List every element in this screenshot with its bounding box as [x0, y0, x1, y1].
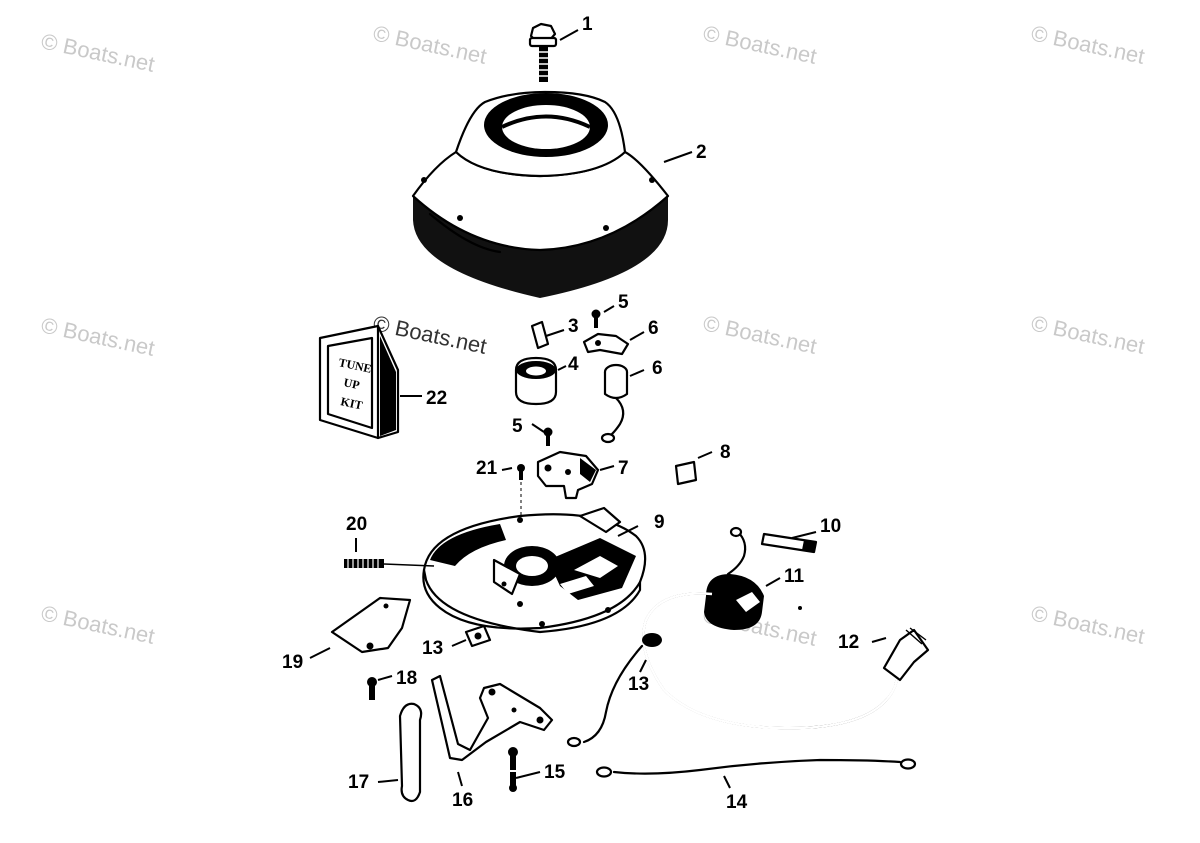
callout-15: 15 [544, 762, 566, 783]
ground-wire-terminal [566, 736, 582, 748]
callout-18: 18 [396, 668, 417, 689]
ground-wire [582, 644, 644, 744]
callouts: 1 2 3 4 5 5 6 6 7 8 9 10 11 12 13 13 14 … [282, 14, 859, 813]
callout-9: 9 [654, 512, 665, 533]
watermark: © Boats.net [39, 312, 157, 360]
watermark: © Boats.net [701, 310, 819, 358]
callout-6-upper: 6 [648, 318, 659, 339]
kit-label-line-1: TUNE [337, 355, 373, 376]
part-16-bracket[interactable] [430, 674, 554, 762]
part-10-strip[interactable] [760, 532, 818, 554]
part-18-screw[interactable] [367, 677, 377, 700]
part-1-bolt[interactable] [528, 22, 558, 82]
callout-3: 3 [568, 316, 579, 337]
callout-13-left: 13 [422, 638, 443, 659]
watermark: © Boats.net [701, 20, 819, 68]
part-19-cover[interactable] [330, 596, 412, 654]
callout-5-lower: 5 [512, 416, 523, 437]
callout-10: 10 [820, 516, 841, 537]
part-3-key[interactable] [530, 320, 550, 350]
callout-12: 12 [838, 632, 859, 653]
part-2-flywheel[interactable] [411, 90, 670, 298]
callout-19: 19 [282, 652, 303, 673]
part-5-screw-upper[interactable] [591, 309, 601, 329]
watermark: © Boats.net [1029, 600, 1147, 648]
callout-17: 17 [348, 772, 369, 793]
callout-6-lower: 6 [652, 358, 663, 379]
part-9-armature-plate[interactable] [422, 506, 647, 634]
part-11-ignition-coil[interactable] [704, 526, 802, 630]
part-6-condenser[interactable] [600, 363, 629, 444]
part-7-point-set[interactable] [536, 450, 600, 500]
watermark: © Boats.net [1029, 20, 1147, 68]
part-22-tune-up-kit[interactable]: TUNE UP KIT [318, 324, 400, 440]
watermark: © Boats.net [39, 28, 157, 76]
callout-5-upper: 5 [618, 292, 629, 313]
part-13-grommet-left[interactable] [464, 624, 492, 648]
callout-4: 4 [568, 354, 579, 375]
callout-1: 1 [582, 14, 593, 35]
callout-8: 8 [720, 442, 731, 463]
callout-13-right: 13 [628, 674, 649, 695]
watermark: © Boats.net [39, 600, 157, 648]
callout-14: 14 [726, 792, 748, 813]
part-14-ground-lead[interactable] [595, 758, 917, 778]
callout-16: 16 [452, 790, 473, 811]
watermark: © Boats.net [1029, 310, 1147, 358]
part-4-cam[interactable] [514, 356, 558, 406]
part-17-sleeve[interactable] [398, 702, 423, 803]
callout-21: 21 [476, 458, 498, 479]
part-13-grommet-right[interactable] [642, 633, 662, 647]
part-5-screw-lower[interactable] [543, 427, 553, 447]
leader-lines [309, 29, 887, 789]
callout-2: 2 [696, 142, 707, 163]
part-15-screw[interactable] [508, 747, 518, 792]
part-21-screw[interactable] [517, 464, 525, 520]
callout-7: 7 [618, 458, 629, 479]
callout-11: 11 [784, 566, 805, 587]
callout-22: 22 [426, 388, 447, 409]
part-20-spring[interactable] [344, 559, 435, 568]
part-12-spark-plug-lead[interactable] [642, 592, 930, 730]
part-6-clamp[interactable] [582, 332, 630, 356]
kit-label-line-2: UP [342, 375, 361, 392]
part-8-spacer[interactable] [674, 460, 698, 486]
callout-20: 20 [346, 514, 367, 535]
kit-label-line-3: KIT [339, 394, 363, 412]
watermark: © Boats.net [371, 20, 489, 68]
